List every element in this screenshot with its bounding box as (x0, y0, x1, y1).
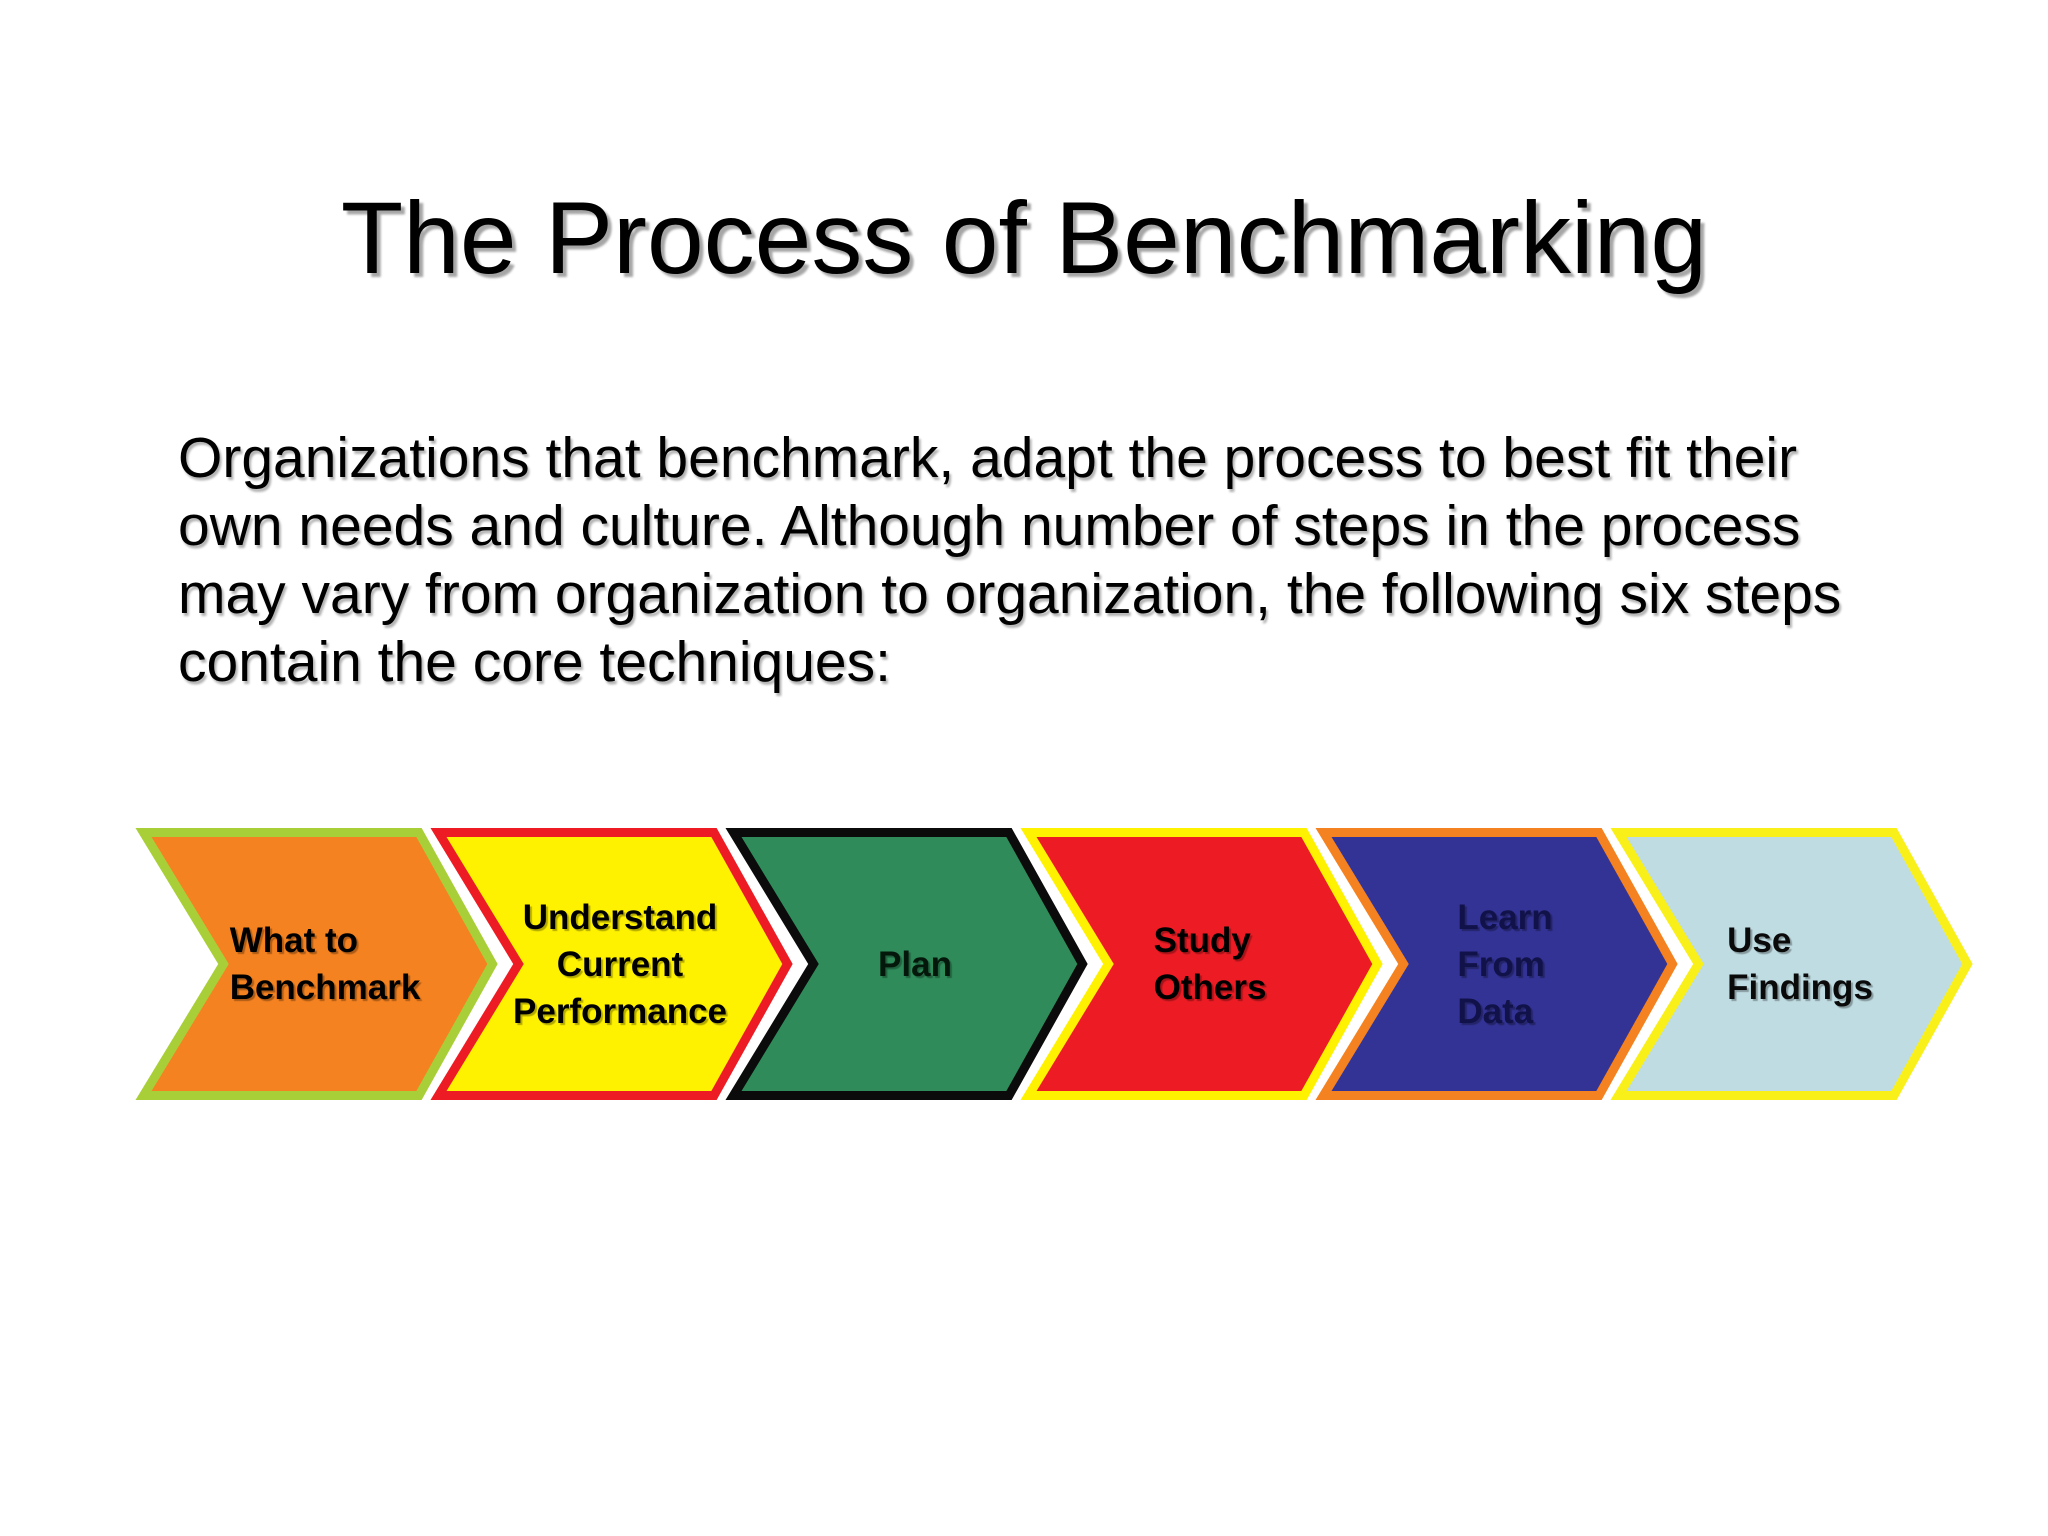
step-label: Study Others (1153, 921, 1267, 1007)
chevron-path (1020, 828, 1383, 1100)
step-label: Understand Current Performance (513, 897, 727, 1031)
chevron-arrow-shape (1610, 828, 1973, 1100)
chevron-arrow-shape (1315, 828, 1678, 1100)
step-label-container: Learn From Data (1411, 828, 1599, 1100)
chevron-arrow-shape (1020, 828, 1383, 1100)
step-label: Use Findings (1727, 921, 1873, 1007)
process-arrow-diagram: What to Benchmark Understand Current Per… (135, 828, 1979, 1100)
step-label: Plan (878, 944, 952, 984)
step-label-container: Understand Current Performance (513, 828, 727, 1100)
intro-paragraph: Organizations that benchmark, adapt the … (178, 426, 1842, 694)
step-learn-from-data: Learn From Data (1315, 828, 1678, 1100)
step-label: What to Benchmark (229, 921, 421, 1007)
slide-title: The Process of Benchmarking (340, 181, 1708, 295)
step-study-others: Study Others (1020, 828, 1383, 1100)
chevron-arrow-shape (430, 828, 793, 1100)
chevron-path (1315, 828, 1678, 1100)
step-understand-current-performance: Understand Current Performance (430, 828, 793, 1100)
step-plan: Plan (725, 828, 1088, 1100)
chevron-path (430, 828, 793, 1100)
step-label-container: What to Benchmark (229, 828, 421, 1100)
chevron-path (1610, 828, 1973, 1100)
step-label: Learn From Data (1457, 897, 1553, 1031)
step-label-container: Use Findings (1706, 828, 1894, 1100)
chevron-path (725, 828, 1088, 1100)
step-label-container: Plan (821, 828, 1009, 1100)
chevron-arrow-shape (725, 828, 1088, 1100)
step-what-to-benchmark: What to Benchmark (135, 828, 498, 1100)
step-label-container: Study Others (1116, 828, 1304, 1100)
step-use-findings: Use Findings (1610, 828, 1973, 1100)
chevron-arrow-shape (135, 828, 498, 1100)
chevron-path (135, 828, 498, 1100)
